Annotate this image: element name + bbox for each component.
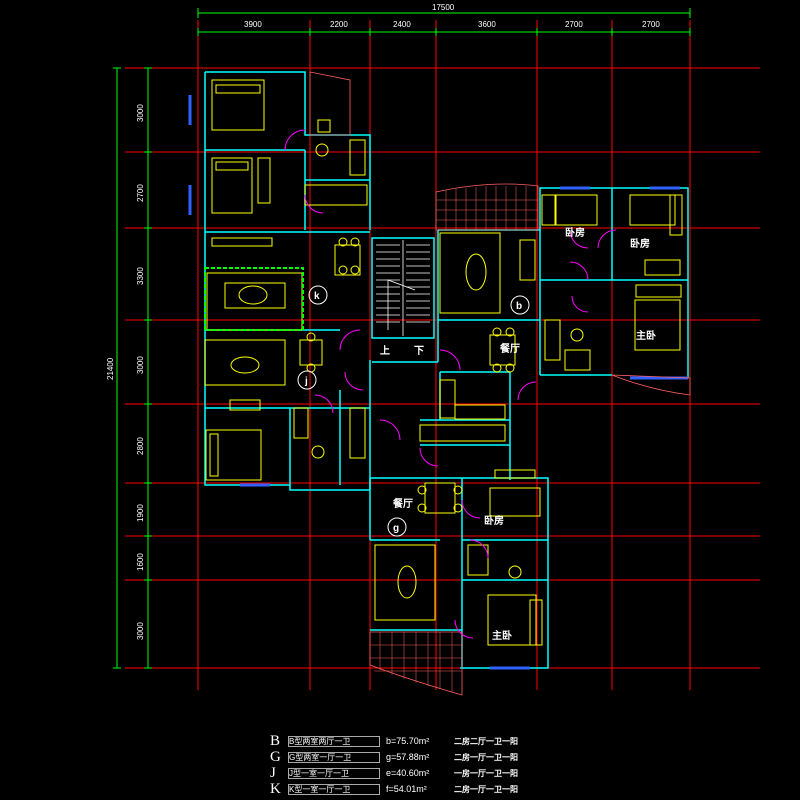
- legend-type: B型两室两厅一卫: [288, 735, 380, 747]
- room-label-bedroom-g: 卧房: [484, 514, 504, 527]
- legend-letter: K: [270, 780, 281, 797]
- room-label-master-g: 主卧: [492, 629, 512, 642]
- legend-letter: J: [270, 764, 276, 781]
- doors: [284, 129, 617, 639]
- legend-type: G型两室一厅一卫: [288, 751, 380, 763]
- dim-left-2: 2700: [136, 184, 145, 202]
- dimension-lines: [113, 8, 691, 669]
- legend-desc: 二房一厅一卫一阳: [454, 784, 518, 794]
- unit-label-k: k: [314, 291, 320, 302]
- dim-left-1: 3000: [136, 104, 145, 122]
- legend-desc: 二房一厅一卫一阳: [454, 752, 518, 762]
- dim-left-4: 3000: [136, 356, 145, 374]
- dim-top-5: 2700: [565, 20, 583, 29]
- dim-overall-height: 21400: [106, 357, 115, 380]
- legend-area: f=54.01m²: [386, 784, 427, 794]
- legend-row-g: G G型两室一厅一卫 g=57.88m² 二房一厅一卫一阳: [270, 749, 600, 765]
- legend-area: g=57.88m²: [386, 752, 430, 762]
- room-label-bedroom-b2: 卧房: [630, 237, 650, 250]
- legend-desc: 一房一厅一卫一阳: [454, 768, 518, 778]
- room-label-dining-b: 餐厅: [499, 342, 520, 355]
- unit-legend: B B型两室两厅一卫 b=75.70m² 二房二厅一卫一阳 G G型两室一厅一卫…: [270, 733, 600, 797]
- stair-down-label: 下: [414, 345, 424, 357]
- dim-left-3: 3300: [136, 267, 145, 285]
- legend-area: b=75.70m²: [386, 736, 430, 746]
- legend-letter: G: [270, 748, 281, 765]
- legend-type: K型一室一厅一卫: [288, 783, 380, 795]
- furniture: [204, 79, 683, 646]
- dim-top-4: 3600: [478, 20, 496, 29]
- room-label-dining-g: 餐厅: [392, 497, 413, 510]
- dim-overall-width: 17500: [432, 3, 455, 12]
- dim-left-7: 1600: [136, 553, 145, 571]
- unit-label-g: g: [393, 523, 399, 534]
- highlight-sofa: [204, 267, 304, 331]
- legend-letter: B: [270, 732, 281, 749]
- legend-desc: 二房二厅一卫一阳: [454, 736, 518, 746]
- walls: [204, 71, 689, 669]
- unit-label-b: b: [516, 301, 522, 312]
- windows: [188, 95, 688, 670]
- dim-left-8: 3000: [136, 622, 145, 640]
- stair-treads: [376, 240, 430, 336]
- dim-left-6: 1900: [136, 504, 145, 522]
- legend-area: e=40.60m²: [386, 768, 430, 778]
- axis-grid: [125, 20, 760, 690]
- unit-label-j: j: [304, 376, 308, 387]
- stair-up-label: 上: [380, 344, 390, 357]
- legend-row-b: B B型两室两厅一卫 b=75.70m² 二房二厅一卫一阳: [270, 733, 600, 749]
- room-label-bedroom-b1: 卧房: [565, 226, 585, 239]
- legend-type: J型一室一厅一卫: [288, 767, 380, 779]
- dim-top-1: 3900: [244, 20, 262, 29]
- balconies: [309, 71, 691, 696]
- dim-top-3: 2400: [393, 20, 411, 29]
- room-label-master-b: 主卧: [636, 329, 656, 342]
- dim-top-2: 2200: [330, 20, 348, 29]
- legend-row-k: K K型一室一厅一卫 f=54.01m² 二房一厅一卫一阳: [270, 781, 600, 797]
- legend-row-j: J J型一室一厅一卫 e=40.60m² 一房一厅一卫一阳: [270, 765, 600, 781]
- unit-markers: [297, 285, 530, 537]
- balcony-hatch: [370, 186, 538, 692]
- dim-left-5: 2800: [136, 437, 145, 455]
- dim-top-6: 2700: [642, 20, 660, 29]
